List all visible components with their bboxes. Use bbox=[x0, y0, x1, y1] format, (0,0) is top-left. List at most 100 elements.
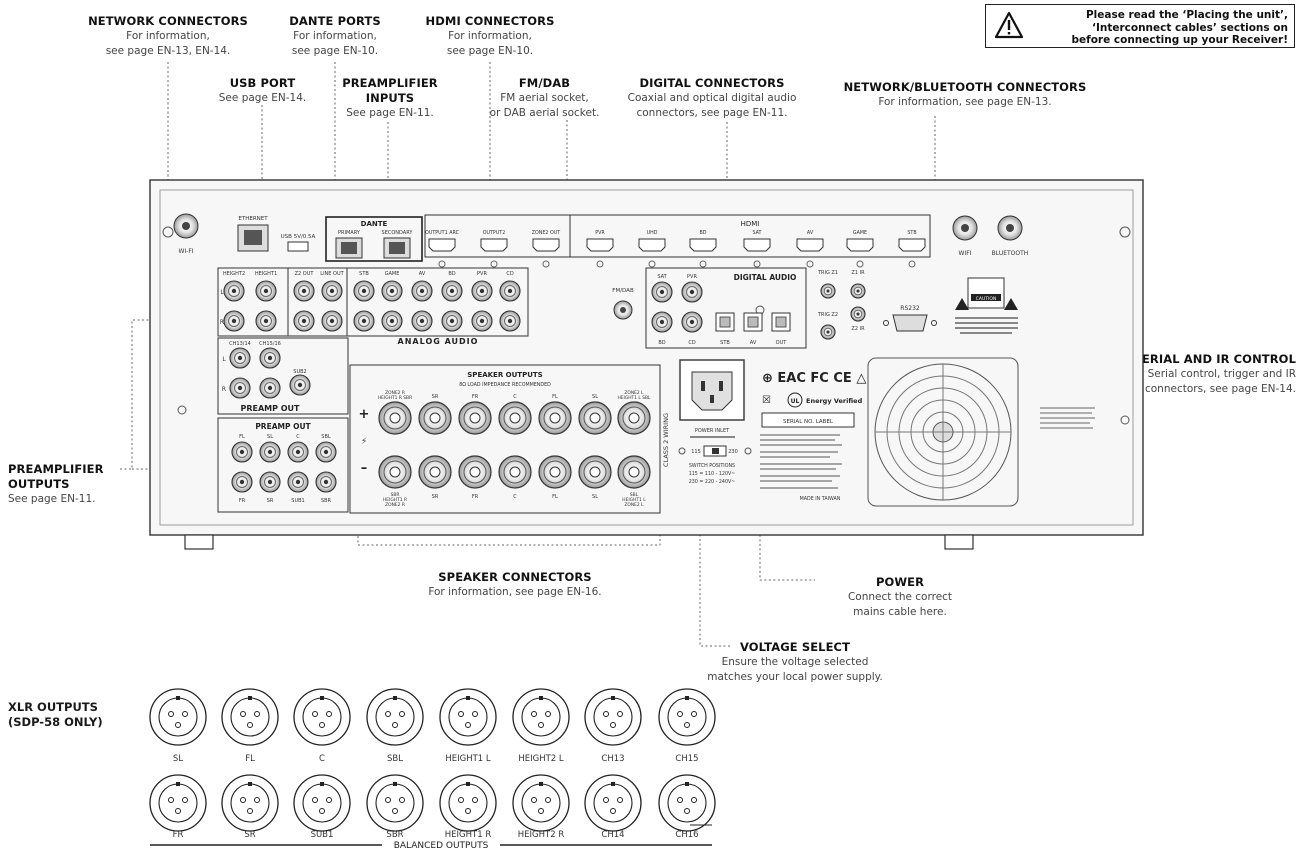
analog-jack-bottom bbox=[255, 310, 277, 332]
hdmi-led bbox=[542, 260, 550, 268]
hdmi-port-label: ZONE2 OUT bbox=[532, 230, 561, 236]
v115-label: 115 bbox=[691, 449, 701, 455]
optical-jack bbox=[771, 312, 791, 332]
trigger-label: Z1 IR bbox=[851, 270, 865, 276]
analog-jack-top bbox=[223, 280, 245, 302]
callout-title: SERIAL AND IR CONTROL bbox=[1133, 352, 1296, 366]
callout-hdmi-connectors: HDMI CONNECTORS For information, see pag… bbox=[415, 14, 565, 59]
made-in-label: MADE IN TAIWAN bbox=[800, 496, 841, 502]
antennas-right: WIFI BLUETOOTH bbox=[952, 215, 1029, 257]
callout-text: Coaxial and optical digital audio bbox=[627, 92, 797, 104]
xlr-top-label: CH13 bbox=[601, 754, 624, 764]
xlr-title-line: (SDP-58 ONLY) bbox=[8, 715, 103, 729]
callout-title: DANTE PORTS bbox=[289, 14, 381, 28]
switch-positions-label: SWITCH POSITIONS bbox=[689, 463, 735, 469]
callout-network-connectors: NETWORK CONNECTORS For information, see … bbox=[88, 14, 248, 59]
hdmi-port: BD bbox=[689, 230, 717, 252]
callout-title: HDMI CONNECTORS bbox=[425, 14, 555, 28]
speaker-bottom-label: ZONE2 R bbox=[385, 502, 405, 508]
binding-post bbox=[378, 401, 412, 435]
callout-dante-ports: DANTE PORTS For information, see page EN… bbox=[280, 14, 390, 59]
warning-triangle-icon bbox=[994, 11, 1024, 39]
dante-primary-label: PRIMARY bbox=[338, 230, 361, 236]
analog-jack-top bbox=[471, 280, 493, 302]
xlr-connector bbox=[221, 774, 279, 832]
analog-jack-bottom bbox=[223, 310, 245, 332]
binding-post bbox=[617, 455, 651, 489]
callout-title: NETWORK/BLUETOOTH CONNECTORS bbox=[843, 80, 1087, 94]
xlr-connector bbox=[512, 774, 570, 832]
digital-jack-label: CD bbox=[688, 340, 695, 346]
warning-line: Please read the ‘Placing the unit’, bbox=[1085, 9, 1288, 21]
warning-text: Please read the ‘Placing the unit’, ‘Int… bbox=[1032, 9, 1288, 47]
callout-title: NETWORK CONNECTORS bbox=[88, 14, 248, 28]
digital-jack-label: PVR bbox=[687, 274, 697, 280]
optical-jack bbox=[715, 312, 735, 332]
speaker-top-label: FL bbox=[552, 394, 558, 400]
preamp-mid-jack bbox=[289, 374, 311, 396]
hdmi-led bbox=[908, 260, 916, 268]
serial-label: SERIAL NO. LABEL bbox=[783, 419, 834, 425]
hdmi-port-label: UHD bbox=[647, 230, 658, 236]
callout-text: matches your local power supply. bbox=[707, 671, 883, 683]
dante-block: DANTE PRIMARY SECONDARY bbox=[325, 216, 423, 262]
xlr-bottom-label: HEIGHT1 R bbox=[445, 830, 492, 840]
xlr-connector bbox=[439, 688, 497, 746]
bluetooth-label: BLUETOOTH bbox=[992, 250, 1029, 257]
power-inlet: POWER INLET 115 230 SWITCH POSITIONS 115… bbox=[678, 359, 752, 485]
callout-title: SPEAKER CONNECTORS bbox=[438, 570, 592, 584]
analog-jack-top bbox=[499, 280, 521, 302]
channel-l: L bbox=[220, 289, 224, 296]
analog-jack-bottom bbox=[441, 310, 463, 332]
analog-jack-bottom bbox=[353, 310, 375, 332]
xlr-top-label: HEIGHT2 L bbox=[518, 754, 564, 764]
xlr-connector bbox=[366, 688, 424, 746]
analog-jack-label: GAME bbox=[385, 271, 400, 277]
hdmi-port-label: GAME bbox=[853, 230, 867, 236]
xlr-connector bbox=[584, 774, 642, 832]
preamp-low-jack bbox=[259, 441, 281, 463]
analog-jack-bottom bbox=[293, 310, 315, 332]
hdmi-led bbox=[490, 260, 498, 268]
callout-fm-dab: FM/DAB FM aerial socket, or DAB aerial s… bbox=[482, 76, 607, 121]
channel-r: R bbox=[222, 386, 226, 393]
analog-jack-top bbox=[441, 280, 463, 302]
xlr-connector bbox=[149, 774, 207, 832]
preamp-mid-jack bbox=[229, 347, 251, 369]
binding-post bbox=[498, 455, 532, 489]
digital-jack-label: AV bbox=[750, 340, 757, 346]
preamp-low-jack bbox=[259, 471, 281, 493]
callout-text: see page EN-10. bbox=[291, 45, 379, 57]
xlr-connector bbox=[439, 774, 497, 832]
weee-icon: ☒ bbox=[762, 395, 771, 406]
callout-text: see page EN-10. bbox=[446, 45, 534, 57]
callout-text: connectors, see page EN-14. bbox=[1144, 383, 1296, 395]
callout-text: For information, bbox=[293, 30, 377, 42]
preamp-low-jack bbox=[231, 441, 253, 463]
regulatory-text-lines bbox=[760, 434, 842, 489]
callout-preamp-inputs: PREAMPLIFIER INPUTS See page EN-11. bbox=[335, 76, 445, 121]
xlr-title-line: XLR OUTPUTS bbox=[8, 700, 98, 714]
callout-text: or DAB aerial socket. bbox=[489, 107, 600, 119]
hdmi-port-label: SAT bbox=[753, 230, 762, 236]
class2-label: CLASS 2 WIRING bbox=[662, 413, 670, 467]
preamp-low-label: FR bbox=[239, 498, 246, 504]
analog-jack-bottom bbox=[471, 310, 493, 332]
hdmi-port-label: OUTPUT2 bbox=[483, 230, 506, 236]
analog-jack-top bbox=[411, 280, 433, 302]
callout-serial-ir: SERIAL AND IR CONTROL Serial control, tr… bbox=[1100, 352, 1296, 397]
preamp-low-jack bbox=[287, 441, 309, 463]
hdmi-led bbox=[699, 260, 707, 268]
analog-jack-bottom bbox=[499, 310, 521, 332]
analog-jack-top bbox=[353, 280, 375, 302]
hdmi-led bbox=[806, 260, 814, 268]
coax-jack bbox=[681, 281, 703, 303]
preamp-low-jack bbox=[315, 471, 337, 493]
coax-jack bbox=[651, 311, 673, 333]
callout-title: VOLTAGE SELECT bbox=[739, 640, 851, 654]
digital-jack-label: STB bbox=[720, 340, 730, 346]
speaker-bottom-label: FR bbox=[472, 494, 479, 500]
analog-jack-label: BD bbox=[448, 271, 455, 277]
